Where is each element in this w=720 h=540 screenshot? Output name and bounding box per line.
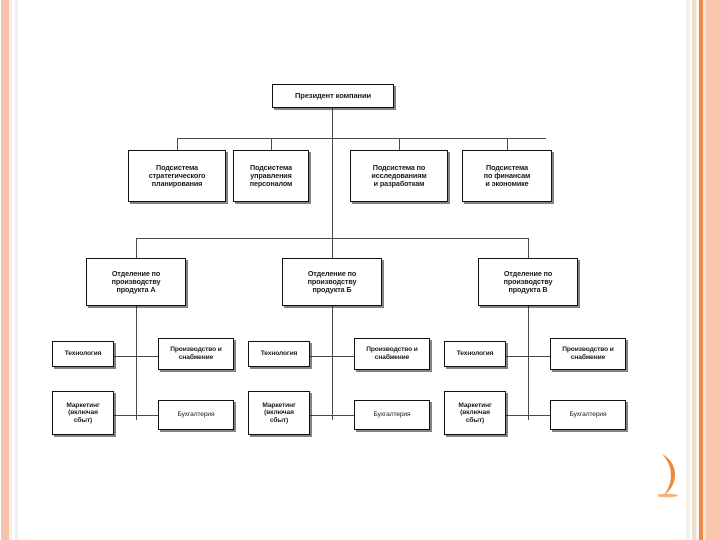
org-node-president[interactable]: Президент компании [272, 84, 394, 108]
org-node-label: Маркетинг (включая сбыт) [262, 401, 296, 424]
left-border-stripes [0, 0, 22, 540]
org-node-label: Маркетинг (включая сбыт) [66, 401, 100, 424]
org-node-v-account[interactable]: Бухгалтерия [550, 400, 626, 430]
org-node-b-account[interactable]: Бухгалтерия [354, 400, 430, 430]
org-node-a-prod[interactable]: Производство и снабжение [158, 338, 234, 370]
connector-drop-sub-finance [507, 138, 508, 150]
connector-stub-v-marketing [506, 415, 528, 416]
connector-stub-a-account [136, 415, 158, 416]
org-node-label: Подсистема стратегического планирования [148, 162, 206, 189]
connector-stub-v-tech [506, 356, 528, 357]
org-node-b-tech[interactable]: Технология [248, 341, 310, 367]
org-node-label: Производство и снабжение [366, 346, 418, 361]
org-node-label: Бухгалтерия [373, 411, 411, 419]
connector-bus-subsystems [177, 138, 546, 139]
connector-drop-sub-research [399, 138, 400, 150]
org-node-sub-strategic[interactable]: Подсистема стратегического планирования [128, 150, 226, 202]
connector-stub-v-prod [528, 356, 550, 357]
connector-stub-b-prod [332, 356, 354, 357]
org-node-label: Подсистема по финансам и экономике [483, 162, 531, 189]
org-node-div-v[interactable]: Отделение по производству продукта В [478, 258, 578, 306]
connector-president-spine [332, 138, 333, 238]
connector-stub-b-tech [310, 356, 332, 357]
org-node-sub-finance[interactable]: Подсистема по финансам и экономике [462, 150, 552, 202]
connector-drop-sub-hr [271, 138, 272, 150]
connector-president-drop [332, 108, 333, 138]
org-node-label: Отделение по производству продукта А [111, 268, 161, 295]
org-node-b-prod[interactable]: Производство и снабжение [354, 338, 430, 370]
connector-stub-a-prod [136, 356, 158, 357]
org-node-a-account[interactable]: Бухгалтерия [158, 400, 234, 430]
connector-drop-div-v [528, 238, 529, 258]
connector-spine-div-b [332, 306, 333, 420]
org-node-label: Производство и снабжение [562, 346, 614, 361]
org-node-label: Технология [260, 350, 298, 358]
org-node-label: Подсистема управления персоналом [249, 162, 293, 189]
org-node-label: Производство и снабжение [170, 346, 222, 361]
connector-spine-div-v [528, 306, 529, 420]
org-node-a-tech[interactable]: Технология [52, 341, 114, 367]
org-node-label: Бухгалтерия [177, 411, 215, 419]
org-node-label: Отделение по производству продукта Б [307, 268, 357, 295]
org-node-b-marketing[interactable]: Маркетинг (включая сбыт) [248, 391, 310, 435]
org-node-label: Подсистема по исследованиям и разработка… [371, 162, 427, 189]
org-node-label: Отделение по производству продукта В [503, 268, 553, 295]
connector-stub-a-marketing [114, 415, 136, 416]
org-node-sub-hr[interactable]: Подсистема управления персоналом [233, 150, 309, 202]
connector-drop-div-a [136, 238, 137, 258]
org-chart: Президент компании Подсистема стратегиче… [22, 0, 684, 540]
org-node-label: Маркетинг (включая сбыт) [458, 401, 492, 424]
org-node-label: Президент компании [294, 90, 372, 100]
org-node-div-a[interactable]: Отделение по производству продукта А [86, 258, 186, 306]
org-node-v-tech[interactable]: Технология [444, 341, 506, 367]
connector-stub-b-marketing [310, 415, 332, 416]
connector-drop-sub-strategic [177, 138, 178, 150]
org-node-a-marketing[interactable]: Маркетинг (включая сбыт) [52, 391, 114, 435]
org-node-v-marketing[interactable]: Маркетинг (включая сбыт) [444, 391, 506, 435]
right-border-stripes [684, 0, 720, 540]
connector-stub-a-tech [114, 356, 136, 357]
org-node-label: Технология [456, 350, 494, 358]
org-node-label: Бухгалтерия [569, 411, 607, 419]
orange-crescent-swoosh [656, 452, 684, 498]
connector-spine-div-a [136, 306, 137, 420]
org-node-label: Технология [64, 350, 102, 358]
connector-stub-b-account [332, 415, 354, 416]
connector-stub-v-account [528, 415, 550, 416]
org-node-div-b[interactable]: Отделение по производству продукта Б [282, 258, 382, 306]
org-node-v-prod[interactable]: Производство и снабжение [550, 338, 626, 370]
org-node-sub-research[interactable]: Подсистема по исследованиям и разработка… [350, 150, 448, 202]
connector-drop-div-b [332, 238, 333, 258]
